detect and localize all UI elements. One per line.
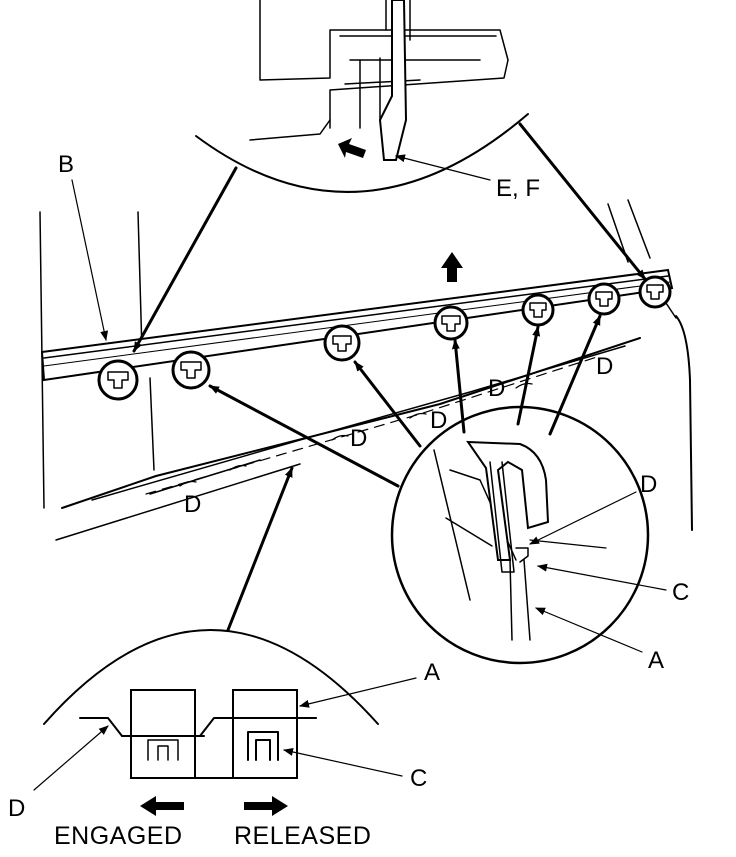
- clip-leaders: [208, 314, 602, 488]
- door-panel: [39, 199, 693, 541]
- bottom-detail-view: [43, 466, 379, 816]
- label-a: A: [648, 647, 664, 674]
- caption-engaged: ENGAGED: [54, 822, 183, 850]
- clip-group: [97, 275, 672, 401]
- label-b: B: [58, 151, 74, 178]
- detail-leaders: [132, 122, 647, 353]
- clip: [587, 282, 621, 316]
- clip: [638, 275, 672, 309]
- label-e-f: E, F: [496, 175, 540, 202]
- label-leaders: [33, 154, 667, 791]
- label-d: D: [8, 795, 25, 822]
- pry-direction-arrow: [338, 138, 366, 158]
- label-d: D: [596, 353, 613, 380]
- lift-up-arrow: [441, 252, 463, 282]
- label-d: D: [640, 471, 657, 498]
- clip: [171, 350, 211, 390]
- clip-section-detail: [390, 405, 650, 665]
- clip: [521, 293, 555, 327]
- released-arrow: [244, 796, 288, 816]
- clip: [433, 305, 469, 341]
- caption-released: RELEASED: [234, 822, 371, 850]
- engaged-arrow: [140, 796, 184, 816]
- label-d: D: [430, 407, 447, 434]
- label-c: C: [410, 765, 427, 792]
- clip: [323, 324, 361, 362]
- label-c: C: [672, 579, 689, 606]
- label-d: D: [350, 425, 367, 452]
- label-d: D: [184, 491, 201, 518]
- top-detail-view: [195, 0, 529, 193]
- label-a: A: [424, 659, 440, 686]
- clip: [97, 359, 139, 401]
- label-d: D: [488, 375, 505, 402]
